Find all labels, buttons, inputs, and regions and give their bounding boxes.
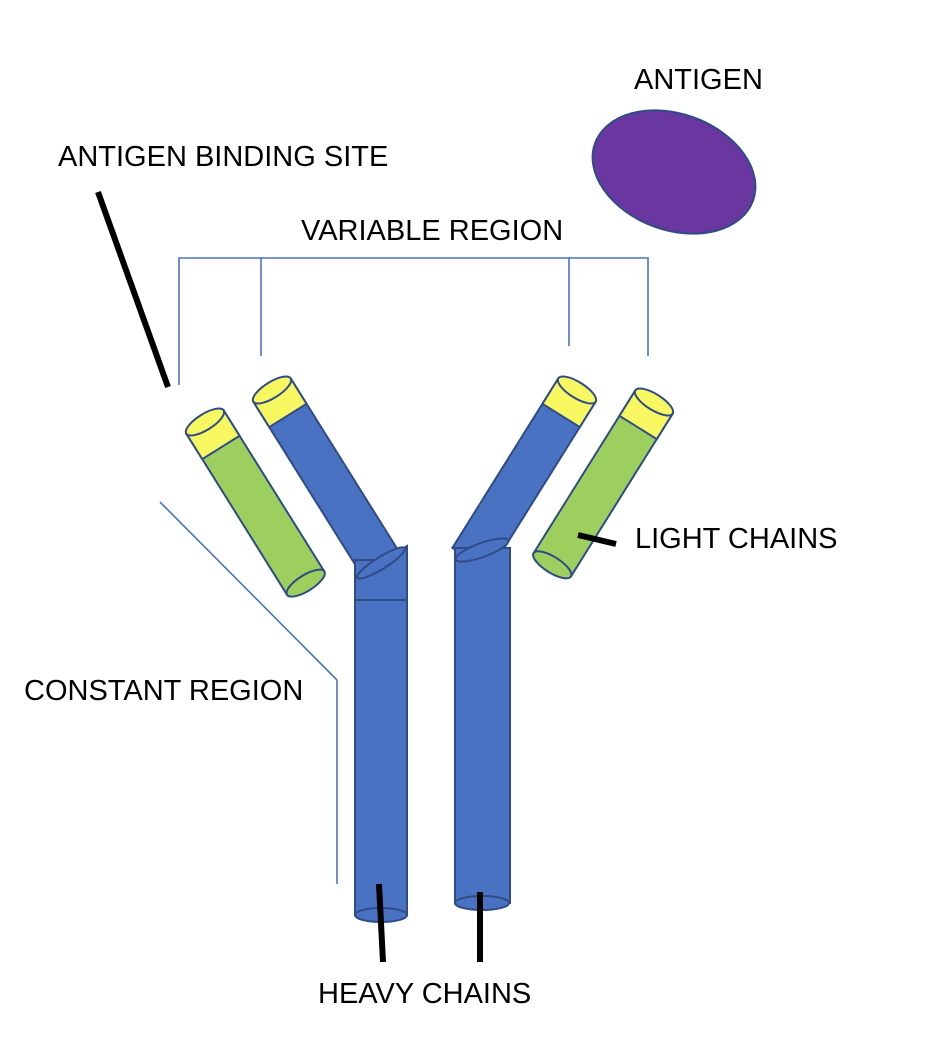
left-heavy-chain-stem [354,544,408,923]
right-heavy-chain-arm [450,375,598,573]
right-heavy-chain-stem [454,537,511,911]
variable-region-bracket [178,257,649,385]
left-light-chain [184,407,326,598]
constant-region-bracket [159,501,338,884]
constant-region-label: CONSTANT REGION [24,675,303,707]
variable-region-label: VARIABLE REGION [301,215,563,247]
antigen-shape [591,109,757,235]
heavy-chains-label: HEAVY CHAINS [318,978,531,1010]
antigen-binding-site-pointer [95,190,171,389]
heavy-chain-left-pointer [376,883,386,963]
light-chains-label: LIGHT CHAINS [635,523,838,555]
antigen-binding-site-label: ANTIGEN BINDING SITE [58,141,388,173]
light-chains-pointer [577,532,617,547]
left-heavy-chain-arm [251,375,401,577]
right-light-chain [532,387,675,580]
antigen-label: ANTIGEN [634,64,763,96]
